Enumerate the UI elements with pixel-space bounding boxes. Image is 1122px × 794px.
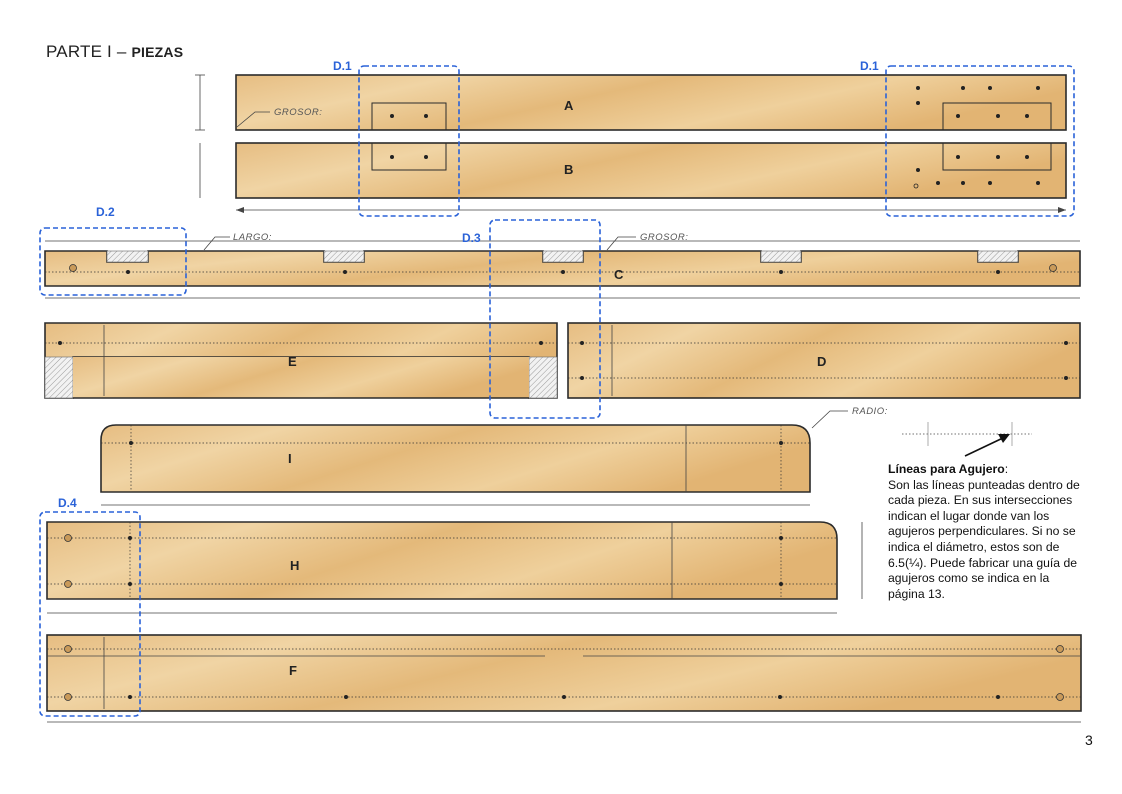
note-colon: : [1004, 462, 1009, 476]
piece-e-label: E [288, 354, 297, 369]
piece-i-label: I [288, 451, 292, 466]
piece-a-board [235, 74, 1067, 131]
piece-e: E [44, 322, 558, 399]
piece-a-label: A [564, 98, 574, 113]
piece-b-board [235, 142, 1067, 199]
detail-d1-right-label: D.1 [860, 59, 879, 73]
piece-b-slot-left [371, 142, 447, 171]
piece-d: D [567, 322, 1081, 399]
page-title: PARTE I – PIEZAS [46, 42, 183, 62]
section-subtitle: PIEZAS [131, 44, 184, 60]
piece-f-label: F [289, 663, 297, 678]
piece-i-board [100, 424, 811, 493]
grosor-label-c: GROSOR: [640, 232, 688, 243]
piece-h: H [46, 521, 863, 614]
piece-b-label: B [564, 162, 573, 177]
piece-f-board [46, 634, 1082, 712]
piece-d-board [567, 322, 1081, 399]
piece-c-label: C [614, 267, 624, 282]
piece-c: LARGO: GROSOR: C [44, 232, 1081, 299]
piece-c-holes [126, 270, 1000, 274]
note-title: Líneas para Agujero [888, 462, 1005, 476]
grosor-label-a: GROSOR: [274, 107, 322, 118]
piece-d-label: D [817, 354, 826, 369]
piece-f: F [46, 634, 1082, 723]
radio-label: RADIO: [852, 406, 888, 417]
piece-a: GROSOR: A [195, 74, 1067, 131]
detail-boxes [39, 65, 1075, 717]
detail-d1-left [358, 65, 460, 217]
part-label: PARTE I [46, 42, 112, 61]
piece-c-notches [106, 250, 1019, 263]
detail-d4-label: D.4 [58, 496, 77, 510]
piece-a-slot-right [942, 102, 1052, 131]
detail-d2-label: D.2 [96, 205, 115, 219]
note-illustration [902, 422, 1032, 457]
hole-lines-note: Líneas para Agujero: Son las líneas punt… [888, 462, 1088, 602]
page-number: 3 [1085, 732, 1093, 748]
largo-label: LARGO: [233, 232, 272, 243]
detail-d4 [39, 511, 141, 717]
piece-b-holes [390, 155, 1040, 189]
title-dash: – [116, 42, 127, 61]
piece-a-slot-left [371, 102, 447, 131]
piece-i: RADIO: I [100, 406, 888, 506]
detail-d2 [39, 227, 187, 296]
piece-a-holes [390, 86, 1040, 118]
detail-d1-right [885, 65, 1075, 217]
piece-h-label: H [290, 558, 299, 573]
detail-d3-label: D.3 [462, 231, 481, 245]
detail-d3 [489, 219, 601, 419]
piece-f-holes [128, 695, 1000, 699]
piece-b-slot-right [942, 142, 1052, 171]
piece-b: B [199, 142, 1067, 213]
piece-h-board [46, 521, 838, 600]
detail-d1-left-label: D.1 [333, 59, 352, 73]
note-body: Son las líneas punteadas dentro de cada … [888, 477, 1080, 601]
